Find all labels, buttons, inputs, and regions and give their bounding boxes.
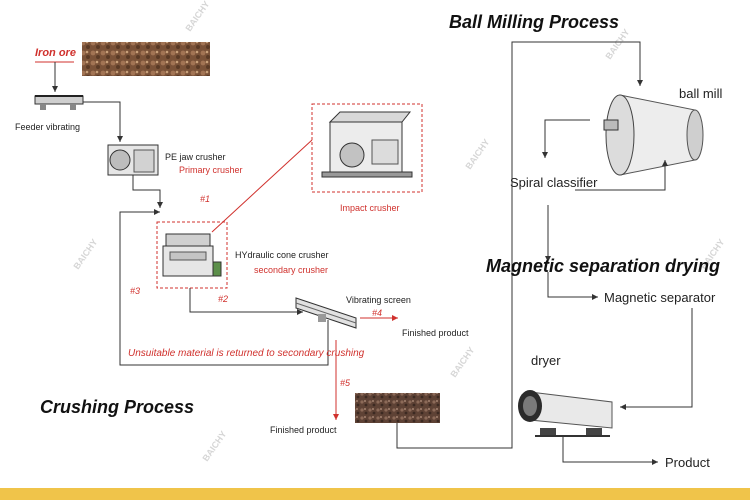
- jaw-crusher-machine: [107, 144, 159, 176]
- step-3-label: #3: [130, 286, 141, 296]
- arrow-feeder-to-jaw: [83, 101, 123, 142]
- iron-ore-photo: [82, 42, 210, 76]
- watermark-text: BAICHY: [183, 0, 211, 33]
- watermark-text: BAICHY: [448, 345, 476, 379]
- dryer-label: dryer: [531, 353, 561, 368]
- watermark-text: BAICHY: [71, 237, 99, 271]
- step-4-label: #4: [372, 308, 383, 318]
- cone-crusher-machine: [162, 233, 222, 277]
- step-5-label: #5: [340, 378, 351, 388]
- return-note: Unsuitable material is returned to secon…: [128, 348, 365, 359]
- arrow-jaw-to-cone: [132, 175, 163, 208]
- impact-crusher-box: [311, 103, 423, 193]
- watermark-text: BAICHY: [463, 137, 491, 171]
- iron-ore-label: Iron ore: [35, 47, 76, 59]
- primary-crusher-label: Primary crusher: [179, 165, 243, 175]
- arrow-to-mag-separator: [547, 272, 598, 300]
- impact-crusher-label: Impact crusher: [340, 203, 400, 213]
- finished-gravel-photo: [355, 393, 440, 423]
- spiral-classifier-label: Spiral classifier: [510, 175, 598, 190]
- product-label: Product: [665, 455, 710, 470]
- arrow-cone-to-screen: [189, 288, 303, 315]
- heading-crushing: Crushing Process: [40, 397, 195, 417]
- vibrating-screen-machine: [295, 297, 357, 329]
- step-2-label: #2: [218, 294, 229, 304]
- vibrating-screen-label: Vibrating screen: [346, 295, 411, 305]
- dryer-machine: [518, 390, 613, 437]
- arrow-dryer-to-product: [562, 436, 658, 465]
- magnetic-separator-label: Magnetic separator: [604, 290, 716, 305]
- feeder-vibrating-machine: [34, 95, 84, 110]
- watermark-text: BAICHY: [200, 429, 228, 463]
- arrow-classifier-return: [575, 160, 668, 191]
- arrow-to-ball-mill: [396, 41, 643, 449]
- impact-link-line: [211, 139, 313, 233]
- ball-mill-label: ball mill: [679, 86, 723, 101]
- feeder-label: Feeder vibrating: [15, 122, 81, 132]
- finished-product-label-1: Finished product: [402, 328, 469, 338]
- ball-mill-machine: [603, 94, 704, 176]
- heading-magnetic-separation: Magnetic separation drying: [486, 256, 721, 276]
- step-1-label: #1: [200, 194, 211, 204]
- jaw-crusher-label: PE jaw crusher: [165, 152, 226, 162]
- impact-crusher-machine: [321, 111, 413, 178]
- arrow-mill-to-classifier: [542, 119, 590, 158]
- bottom-color-band: [0, 488, 750, 500]
- secondary-crusher-label: secondary crusher: [254, 265, 329, 275]
- finished-product-label-2: Finished product: [270, 425, 337, 435]
- arrow-mag-to-dryer: [620, 308, 693, 410]
- return-loop-line: [119, 209, 329, 366]
- heading-ball-milling: Ball Milling Process: [449, 12, 620, 32]
- cone-crusher-label: HYdraulic cone crusher: [235, 250, 329, 260]
- cone-crusher-box: [156, 221, 228, 289]
